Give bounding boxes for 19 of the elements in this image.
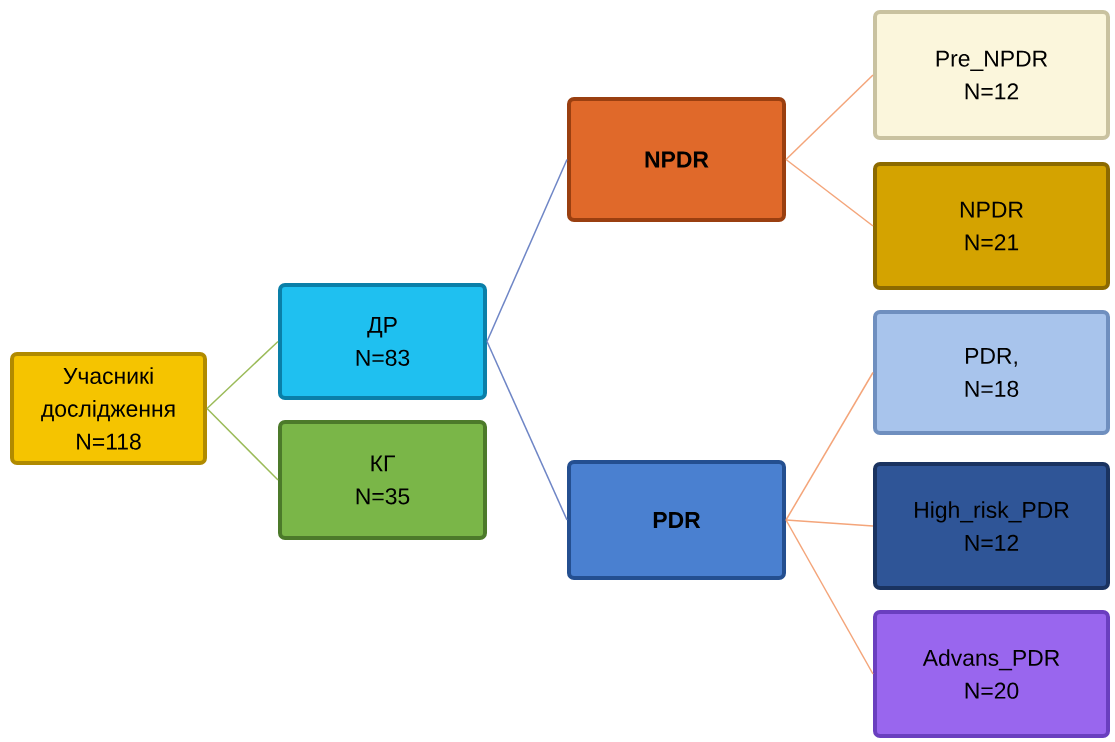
connector-line <box>206 407 279 481</box>
process-box: КГ N=35 <box>278 420 487 540</box>
process-box: ДР N=83 <box>278 283 487 400</box>
connector-line <box>785 519 874 527</box>
process-box: NPDR N=21 <box>873 162 1110 290</box>
connector-line <box>785 519 874 675</box>
process-box: PDR, N=18 <box>873 310 1110 435</box>
process-box: Pre_NPDR N=12 <box>873 10 1110 140</box>
connector-line <box>785 74 874 161</box>
connector-line <box>486 340 568 521</box>
process-box: PDR <box>567 460 786 580</box>
connector-line <box>206 340 279 410</box>
connector-line <box>785 371 874 521</box>
process-box: High_risk_PDR N=12 <box>873 462 1110 590</box>
process-box: NPDR <box>567 97 786 222</box>
connector-line <box>785 158 874 227</box>
connector-line <box>486 158 568 343</box>
process-box: Учасникі дослідження N=118 <box>10 352 207 465</box>
process-box: Advans_PDR N=20 <box>873 610 1110 738</box>
